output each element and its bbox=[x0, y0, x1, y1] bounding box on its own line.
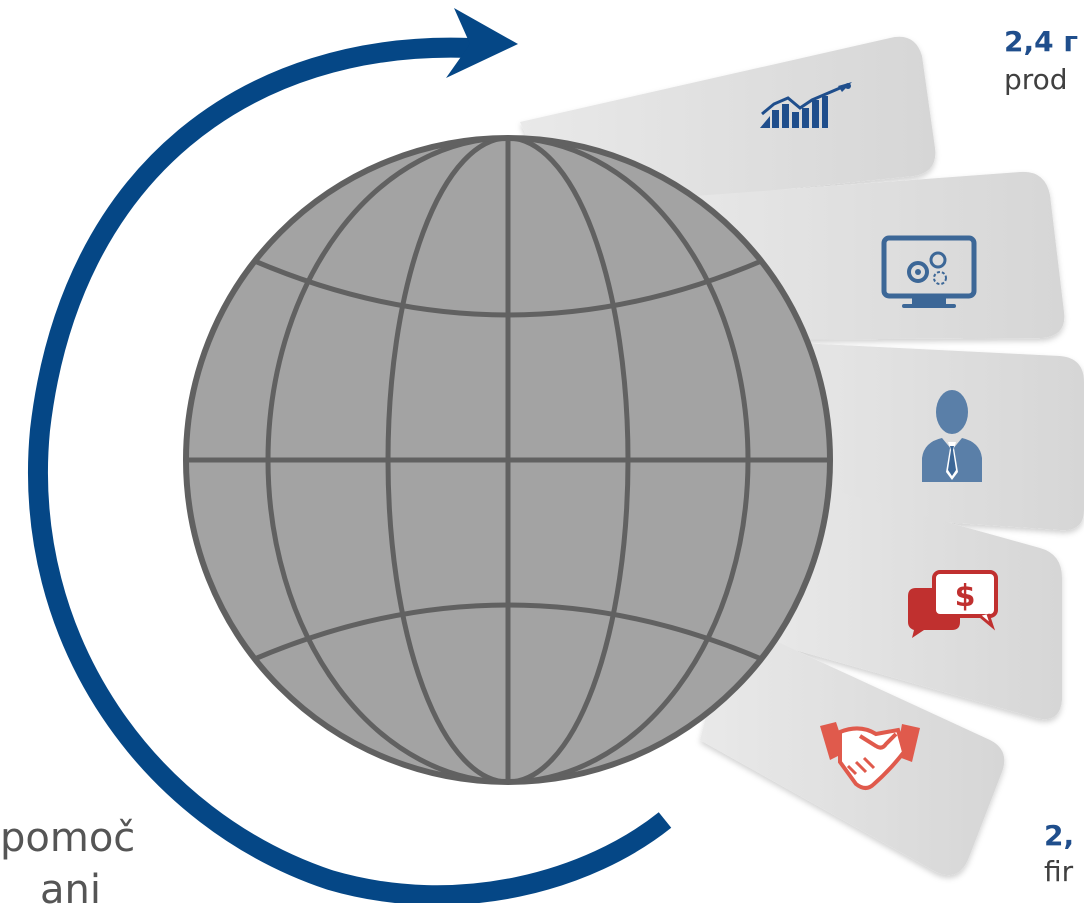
top-right-label-bold: 2,4 г bbox=[1004, 25, 1078, 58]
globe bbox=[183, 135, 833, 785]
top-right-label: prod bbox=[1004, 63, 1068, 96]
svg-text:$: $ bbox=[955, 579, 976, 614]
left-label-line2: ani bbox=[40, 867, 101, 913]
bottom-right-label: fir bbox=[1044, 855, 1074, 888]
monitor-gears-icon bbox=[881, 235, 977, 308]
arrow-head bbox=[446, 8, 518, 78]
growth-chart-icon bbox=[760, 82, 852, 128]
left-label-line1: pomoč bbox=[0, 815, 136, 861]
dollar-speech-bubble-icon: $ bbox=[908, 570, 998, 638]
handshake-icon bbox=[820, 722, 920, 790]
bottom-right-label-bold: 2, bbox=[1044, 819, 1075, 852]
businessman-icon bbox=[922, 390, 982, 482]
cycle-arrow bbox=[28, 8, 672, 903]
